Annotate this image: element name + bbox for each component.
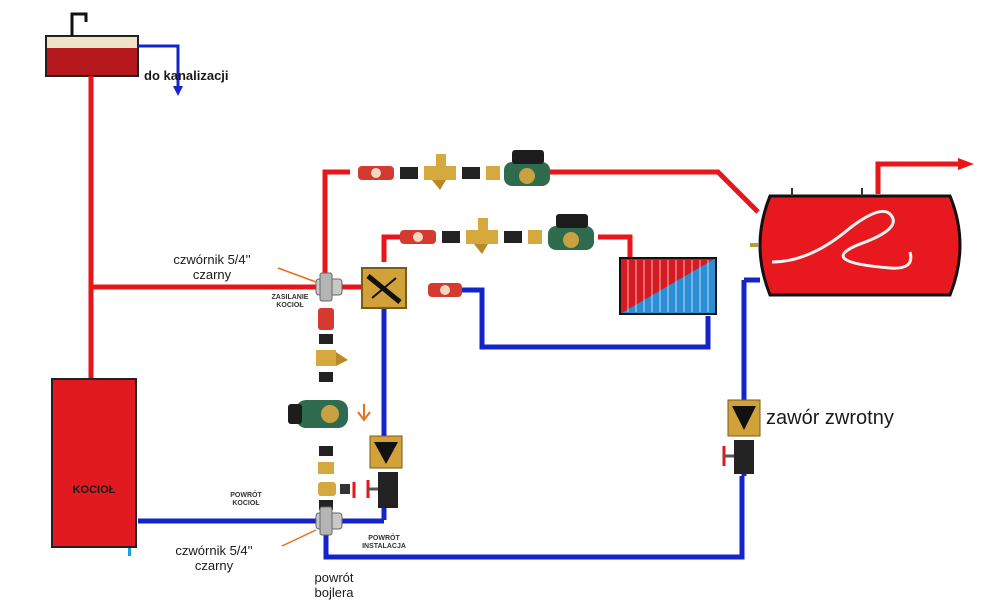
boiler-label: KOCIOŁ [73, 484, 116, 496]
expansion-tank [45, 12, 183, 96]
overflow-pipe [138, 44, 180, 90]
coupling-2 [528, 230, 542, 244]
circulation-pump-1 [504, 150, 550, 186]
flow-direction-icon [357, 404, 371, 422]
nipple-1 [400, 167, 418, 179]
overflow-arrow-icon [173, 86, 183, 96]
column-nipple-2 [319, 372, 333, 382]
circulation-pump-2 [548, 214, 594, 250]
return-boiler-label-2: KOCIOŁ [232, 500, 260, 507]
mixing-valve [361, 267, 407, 309]
return-tank-label-1: powrót [314, 570, 353, 585]
strainer-1 [424, 154, 456, 190]
tee-top-label-1: czwórnik 5/4'' [173, 252, 250, 267]
column-coupling [318, 462, 334, 474]
column-pump [288, 400, 348, 428]
ball-valve-1 [358, 166, 394, 180]
check-valve-tank [722, 399, 761, 474]
boiler [51, 378, 137, 548]
strainer-2 [466, 218, 498, 254]
supply-boiler-label-1: ZASILANIE [272, 294, 309, 301]
hot-water-tank [750, 188, 962, 297]
column-nipple-4 [319, 500, 333, 510]
nipple-4 [504, 231, 522, 243]
heating-coil [771, 210, 913, 270]
return-install-label-2: INSTALACJA [362, 543, 406, 550]
drain-label: do kanalizacji [144, 68, 229, 83]
check-valve-label: zawór zwrotny [766, 407, 894, 429]
supply-pipes [88, 76, 962, 378]
return-tank-label-2: bojlera [314, 585, 354, 600]
return-pipes [138, 277, 760, 560]
hot-outlet-arrow-icon [958, 158, 974, 170]
mix-return-valve [428, 283, 462, 297]
nipple-3 [442, 231, 460, 243]
drain-stub [128, 548, 131, 556]
lower-pump-line [400, 214, 594, 254]
column-nipple-1 [319, 334, 333, 344]
return-install-label-1: POWRÓT [368, 533, 400, 542]
tee-bottom-label-1: czwórnik 5/4'' [175, 543, 252, 558]
check-valve-installation [366, 435, 403, 508]
supply-boiler-label-2: KOCIOŁ [276, 302, 304, 309]
return-fittings-column [288, 308, 371, 510]
tee-top-pointer [277, 267, 317, 283]
column-nipple-3 [319, 446, 333, 456]
tee-bottom-label-2: czarny [195, 558, 234, 573]
column-strainer [316, 350, 336, 366]
ball-valve-2 [400, 230, 436, 244]
nipple-2 [462, 167, 480, 179]
column-valve-1 [318, 308, 334, 330]
return-boiler-label-1: POWRÓT [230, 490, 262, 499]
coupling-1 [486, 166, 500, 180]
tee-top-label-2: czarny [193, 267, 232, 282]
vent-pipe [70, 12, 88, 36]
column-valve-2 [318, 482, 356, 498]
tee-bottom [315, 506, 343, 536]
tee-bottom-pointer [281, 529, 317, 547]
plate-heat-exchanger [619, 257, 717, 315]
upper-pump-line [358, 150, 550, 190]
tee-top [315, 272, 343, 302]
